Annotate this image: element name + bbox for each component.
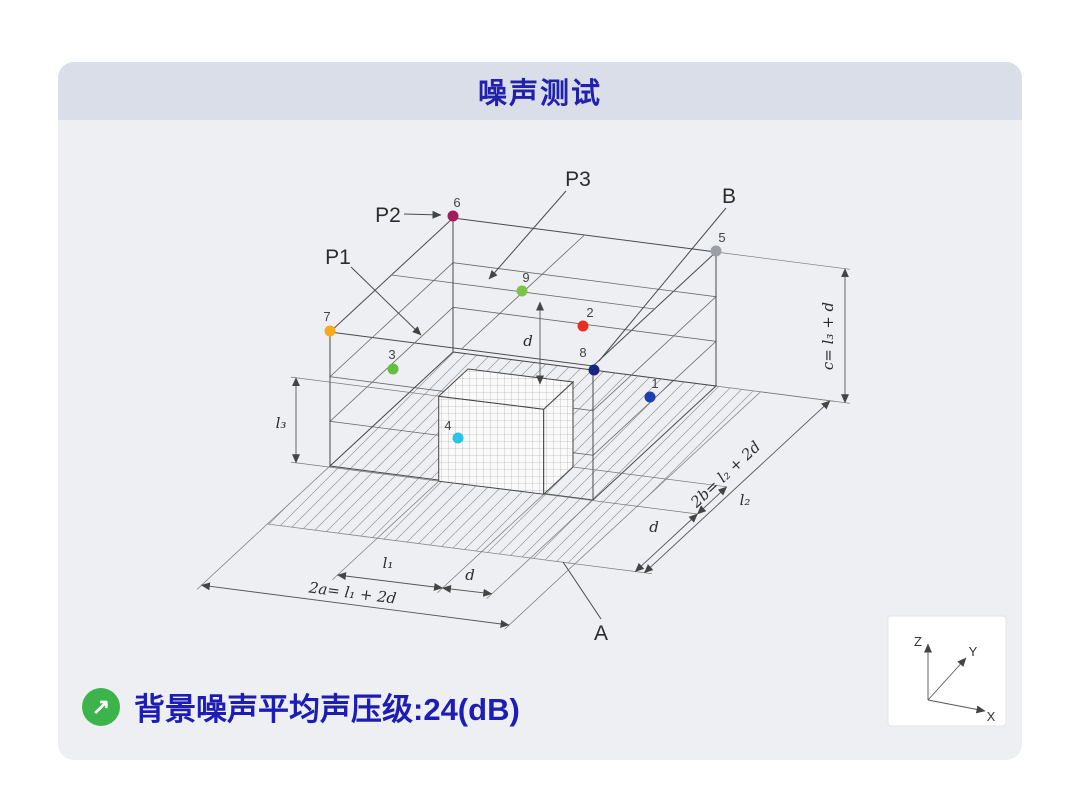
slide-header: 噪声测试 [58, 62, 1022, 120]
slide-card: 噪声测试 [58, 62, 1022, 760]
footer-text: 背景噪声平均声压级:24(dB) [134, 692, 520, 727]
footer-note: ↗ 背景噪声平均声压级:24(dB) [82, 684, 520, 729]
page-title: 噪声测试 [477, 78, 602, 110]
arrow-bullet-icon: ↗ [82, 687, 120, 726]
arrow-glyph: ↗ [91, 693, 111, 719]
